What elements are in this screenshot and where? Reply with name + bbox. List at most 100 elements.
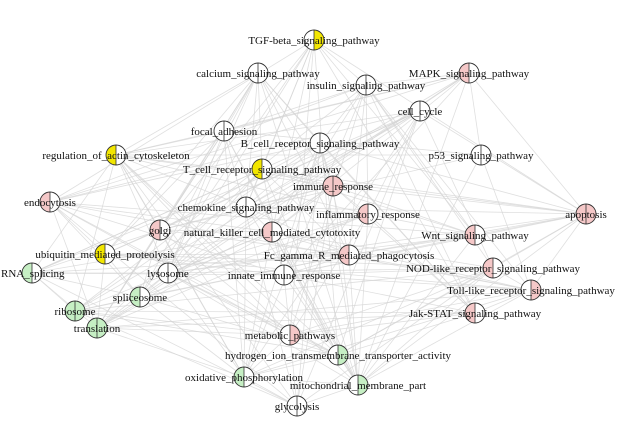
edge — [49, 201, 476, 236]
edge — [104, 253, 532, 291]
edge — [283, 274, 532, 291]
edge — [74, 154, 117, 312]
node-tgf[interactable] — [303, 29, 325, 51]
edge — [243, 84, 367, 378]
edge — [31, 231, 273, 274]
node-label-fc: Fc_gamma_R_mediated_phagocytosis — [264, 250, 434, 262]
node-left-half — [40, 192, 50, 212]
node-wnt[interactable] — [464, 224, 486, 246]
node-glycolysis[interactable] — [286, 395, 308, 417]
node-immune[interactable] — [322, 175, 344, 197]
edge — [96, 253, 106, 329]
node-right-half — [290, 325, 300, 345]
node-ribosome[interactable] — [64, 300, 86, 322]
edge — [365, 84, 532, 291]
node-label-immune: immune_response — [293, 181, 373, 193]
node-inflammatory[interactable] — [357, 203, 379, 225]
node-translation[interactable] — [86, 317, 108, 339]
node-hydrogen[interactable] — [327, 344, 349, 366]
node-left-half — [459, 63, 469, 83]
edge — [223, 130, 339, 356]
edge — [74, 296, 141, 312]
node-spliceosome[interactable] — [129, 286, 151, 308]
node-calcium[interactable] — [247, 62, 269, 84]
node-chemokine[interactable] — [235, 196, 257, 218]
node-apoptosis[interactable] — [575, 203, 597, 225]
node-right-half — [586, 204, 596, 224]
node-right-half — [366, 75, 376, 95]
node-label-focal: focal_adhesion — [191, 126, 258, 138]
node-label-tcell: T_cell_receptor_signaling_pathway — [183, 164, 342, 176]
node-bcell[interactable] — [309, 132, 331, 154]
node-left-half — [95, 244, 105, 264]
edge — [271, 142, 321, 233]
network-nodes — [21, 29, 597, 417]
edge — [245, 110, 421, 208]
node-cellcycle[interactable] — [409, 100, 431, 122]
node-left-half — [87, 318, 97, 338]
node-label-toll: Toll-like_receptor_signaling_pathway — [447, 285, 615, 297]
node-nod[interactable] — [482, 257, 504, 279]
edge — [261, 168, 587, 215]
edge — [104, 253, 350, 256]
node-focal[interactable] — [213, 120, 235, 142]
node-metabolic[interactable] — [279, 324, 301, 346]
node-nk[interactable] — [261, 221, 283, 243]
node-right-half — [284, 265, 294, 285]
node-rna[interactable] — [21, 262, 43, 284]
edge — [139, 296, 339, 356]
edge — [243, 267, 494, 378]
edge — [49, 39, 315, 203]
node-toll[interactable] — [520, 279, 542, 301]
edge — [257, 72, 334, 187]
edge — [357, 72, 470, 386]
edge — [96, 312, 476, 329]
edge — [139, 72, 259, 298]
node-fc[interactable] — [338, 244, 360, 266]
node-lysosome[interactable] — [157, 262, 179, 284]
node-oxidative[interactable] — [233, 366, 255, 388]
edge — [115, 154, 587, 215]
node-left-half — [310, 133, 320, 153]
node-left-half — [304, 30, 314, 50]
edge — [271, 231, 339, 356]
node-tcell[interactable] — [251, 158, 273, 180]
node-left-half — [158, 263, 168, 283]
node-right-half — [105, 244, 115, 264]
edge — [96, 229, 161, 329]
edge — [271, 185, 334, 233]
node-mito[interactable] — [347, 374, 369, 396]
node-right-half — [481, 145, 491, 165]
node-insulin[interactable] — [355, 74, 377, 96]
edge — [31, 254, 350, 274]
edge — [348, 254, 532, 291]
node-right-half — [420, 101, 430, 121]
edge — [348, 254, 359, 386]
edge — [337, 312, 476, 356]
node-label-hydrogen: hydrogen_ion_transmembrane_transporter_a… — [225, 350, 452, 362]
node-label-lysosome: lysosome — [147, 268, 189, 280]
edge — [357, 213, 587, 386]
edge — [313, 39, 476, 236]
node-p53[interactable] — [470, 144, 492, 166]
edge — [283, 234, 476, 276]
node-endocytosis[interactable] — [39, 191, 61, 213]
node-ubiquitin[interactable] — [94, 243, 116, 265]
node-jak[interactable] — [464, 302, 486, 324]
edge — [31, 272, 298, 407]
node-innate[interactable] — [273, 264, 295, 286]
edge — [289, 84, 367, 336]
node-mapk[interactable] — [458, 62, 480, 84]
node-actin[interactable] — [105, 144, 127, 166]
node-left-half — [348, 375, 358, 395]
edge — [74, 310, 339, 356]
edge — [289, 334, 298, 407]
edge — [367, 213, 476, 236]
node-left-half — [150, 220, 160, 240]
node-left-half — [410, 101, 420, 121]
edge — [49, 72, 470, 203]
node-left-half — [262, 222, 272, 242]
node-golgi[interactable] — [149, 219, 171, 241]
edge — [357, 213, 369, 386]
edge — [468, 72, 482, 156]
